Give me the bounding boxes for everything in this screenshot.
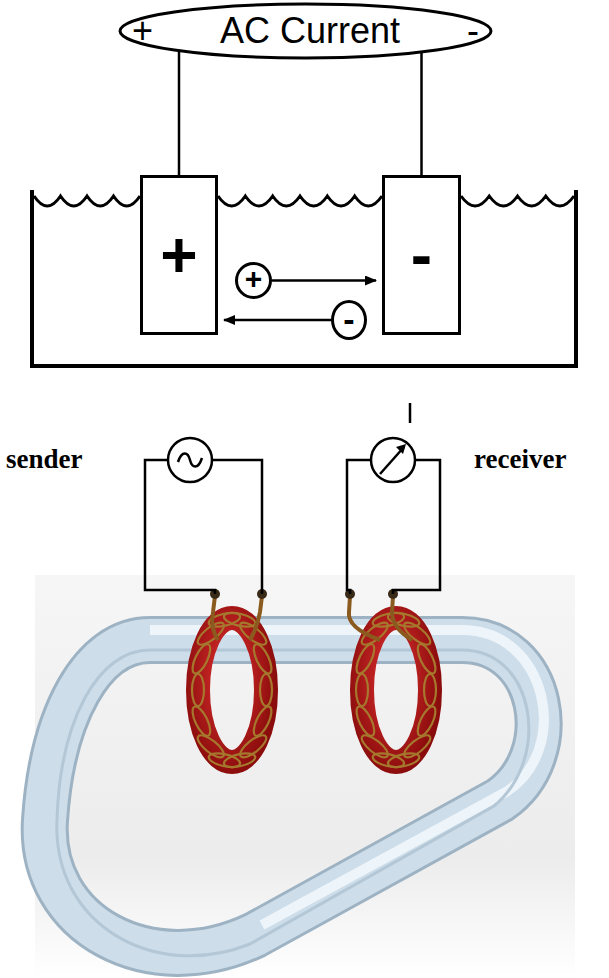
source-label: AC Current [220, 13, 400, 49]
polarity-sign: - [467, 13, 479, 49]
wire [420, 52, 423, 175]
meter-symbol [371, 403, 415, 482]
positive-electrode: + [140, 175, 218, 335]
ac-source-symbol [168, 438, 212, 482]
positive-ion: + [235, 262, 272, 299]
ion-motion-arrow [224, 319, 331, 322]
polarity-sign: + [160, 223, 197, 287]
polarity-sign: + [245, 264, 263, 294]
wire [178, 51, 181, 175]
sender-label: sender [6, 444, 83, 475]
ion-motion-arrow [272, 279, 376, 282]
negative-electrode: - [382, 175, 461, 335]
sender-toroid [198, 618, 266, 762]
polarity-sign: - [343, 302, 354, 336]
polarity-sign: - [411, 223, 432, 287]
photo-background [35, 575, 575, 978]
tank [32, 190, 576, 366]
negative-ion: - [331, 300, 367, 340]
terminal-dots [210, 589, 398, 599]
glass-tube [45, 630, 544, 956]
receiver-toroid [362, 618, 430, 762]
polarity-sign: + [132, 13, 153, 49]
coil-leads [212, 596, 412, 640]
receiver-label: receiver [474, 444, 566, 475]
water-surface [34, 196, 574, 206]
power-source-ellipse: + AC Current - [118, 2, 493, 60]
